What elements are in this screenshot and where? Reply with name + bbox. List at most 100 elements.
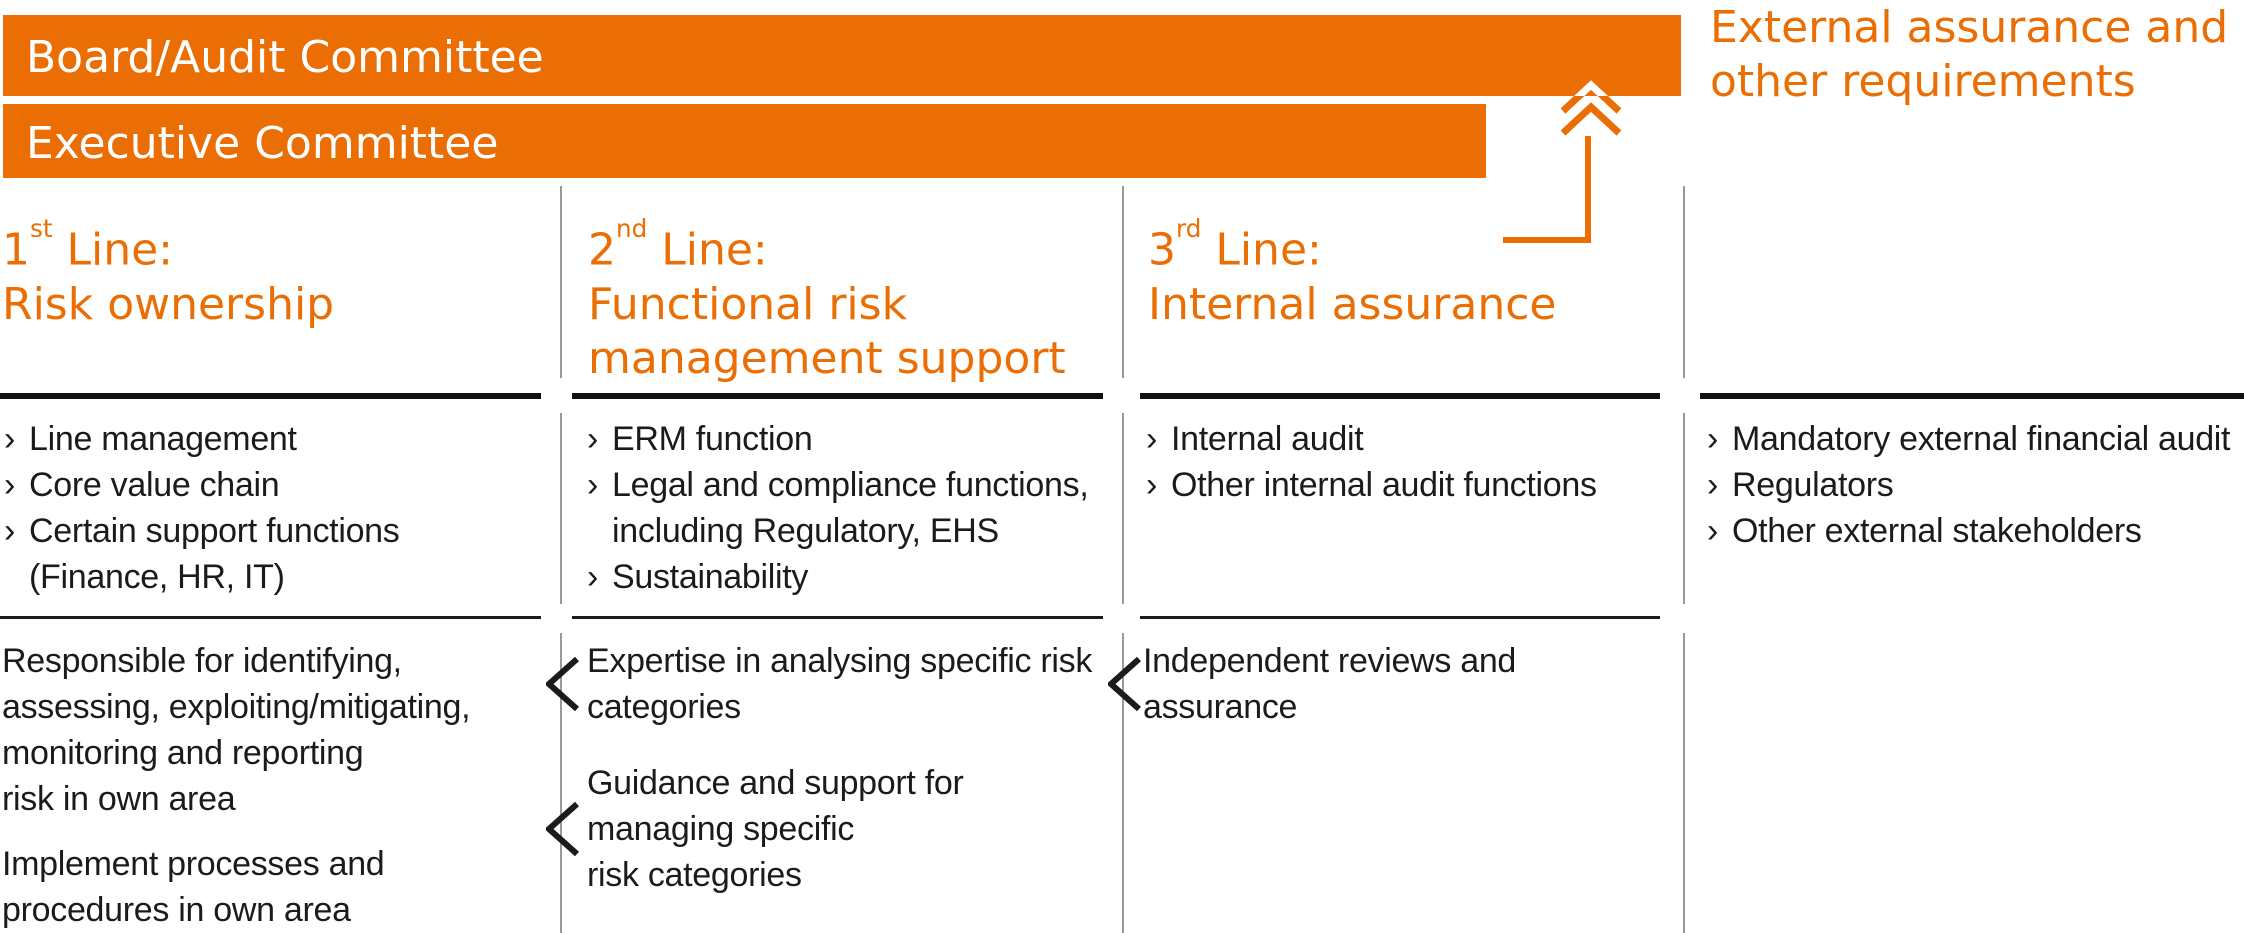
bullet-list-line1: › Line management › Core value chain › Certai… (4, 416, 400, 600)
column-divider-2-header-band (1122, 186, 1124, 378)
list-rule-segment-3 (1140, 616, 1660, 619)
executive-committee-bar: Executive Committee (3, 104, 1486, 178)
column-title-line: 2nd Line: (588, 214, 1066, 278)
list-item-line: Internal audit (1171, 420, 1364, 458)
column-subtitle-line: Functional risk (588, 278, 908, 330)
column-title-line: 3rd Line: (1148, 214, 1556, 278)
chevron-bullet-icon: › (4, 512, 16, 550)
note-paragraph: Independent reviews and assurance (1143, 638, 1516, 730)
note-line: Independent reviews and (1143, 642, 1517, 680)
chevron-bullet-icon: › (4, 466, 16, 504)
column-title-line3: 3rd Line:Internal assurance (1148, 214, 1556, 332)
title-ordinal-suffix: nd (616, 214, 648, 244)
list-item: › Mandatory external financial audit (1707, 416, 2231, 462)
title-rest: Line: (52, 224, 174, 276)
header-rule-segment-4 (1700, 393, 2244, 399)
column-divider-1-notes-band (560, 633, 562, 933)
list-item-line: Other external stakeholders (1732, 512, 2142, 550)
list-rule-segment-2 (572, 616, 1103, 619)
chevron-bullet-icon: › (1707, 466, 1719, 504)
note-line: risk categories (587, 856, 802, 894)
chevron-bullet-icon: › (587, 420, 599, 458)
list-item: ›Regulators (1707, 462, 2230, 508)
note-line: Responsible for identifying, (2, 642, 402, 680)
chevron-bullet-icon: › (1707, 420, 1719, 458)
list-item: › Internal audit (1146, 416, 1597, 462)
external-assurance-heading: External assurance and other requirement… (1710, 1, 2228, 109)
column-divider-2-notes-band (1122, 633, 1124, 933)
header-rule-segment-2 (572, 393, 1103, 399)
chevron-bullet-icon: › (587, 466, 599, 504)
bullet-list-external: › Mandatory external financial audit ›Regu… (1707, 416, 2231, 554)
board-audit-committee-label: Board/Audit Committee (26, 32, 544, 83)
list-item-line: Mandatory external financial audit (1732, 420, 2231, 458)
note-paragraph: Responsible for identifying,assessing, e… (2, 638, 471, 822)
column-divider-3-header-band (1683, 186, 1685, 378)
list-item-line: Other internal audit functions (1171, 466, 1597, 504)
note-line: assurance (1143, 688, 1298, 726)
title-rest: Line: (647, 224, 768, 276)
list-item: › Legal and compliance functions, includin… (587, 462, 1089, 554)
chevron-left-icon (546, 801, 579, 857)
note-line: managing specific (587, 810, 855, 848)
list-item: › Certain support functions (Finance, HR, … (4, 508, 400, 600)
note-line: Guidance and support for (587, 764, 964, 802)
bullet-list-line3: › Internal audit › Other internal audit fun… (1146, 416, 1597, 508)
title-ordinal-suffix: rd (1176, 214, 1202, 244)
executive-committee-label: Executive Committee (26, 117, 499, 169)
list-rule-segment-1 (0, 616, 541, 619)
list-item-line: Certain support functions (29, 512, 400, 550)
note-line: risk in own area (2, 780, 236, 818)
note-line: categories (587, 688, 741, 726)
list-item-line: ERM function (612, 420, 813, 458)
chevron-bullet-icon: › (587, 558, 599, 596)
title-ordinal-suffix: st (30, 214, 53, 244)
notes-line1: Responsible for identifying,assessing, e… (2, 638, 471, 933)
note-line: procedures in own area (2, 891, 351, 929)
column-divider-2-list-band (1122, 413, 1124, 604)
note-line: monitoring and reporting (2, 734, 364, 772)
list-item: › Core value chain (4, 462, 400, 508)
list-item: › ERM function (587, 416, 1088, 462)
column-title-line: 1st Line: (2, 214, 334, 278)
column-title-line1: 1st Line:Risk ownership (2, 214, 334, 332)
chevron-left-icon (546, 656, 579, 712)
list-item-line: Legal and compliance functions, (612, 466, 1089, 504)
header-rule-segment-3 (1140, 393, 1660, 399)
title-num: 2 (588, 224, 616, 276)
board-audit-committee-bar: Board/Audit Committee (3, 15, 1681, 96)
column-subtitle-line: management support (588, 332, 1066, 384)
list-item-line: (Finance, HR, IT) (29, 558, 285, 596)
title-num: 3 (1148, 224, 1176, 276)
column-subtitle-line: Internal assurance (1148, 278, 1557, 330)
list-item-line: Sustainability (612, 558, 809, 596)
notes-line3: Independent reviews and assurance (1143, 638, 1516, 730)
list-item: › Line management (4, 416, 400, 462)
chevron-bullet-icon: › (4, 420, 16, 458)
list-item: › Sustainability (587, 554, 1088, 600)
bullet-list-line2: › ERM function › Legal and compliance funct… (587, 416, 1089, 600)
column-subtitle-line: Risk ownership (2, 278, 335, 330)
list-item: › Other external stakeholders (1707, 508, 2230, 554)
chevron-bullet-icon: › (1146, 420, 1158, 458)
external-assurance-heading-line2: other requirements (1710, 56, 2136, 107)
chevron-left-icon (1108, 656, 1141, 712)
list-item-line: including Regulatory, EHS (612, 512, 999, 550)
column-divider-3-list-band (1683, 413, 1685, 604)
list-item-line: Core value chain (29, 466, 280, 504)
list-item-line: Line management (29, 420, 297, 458)
chevron-bullet-icon: › (1707, 512, 1719, 550)
header-rule-segment-1 (0, 393, 541, 399)
chevron-bullet-icon: › (1146, 466, 1158, 504)
external-assurance-heading-line1: External assurance and (1710, 2, 2229, 53)
list-item: › Other internal audit functions (1146, 462, 1597, 508)
title-rest: Line: (1201, 224, 1322, 276)
column-divider-3-notes-band (1683, 633, 1685, 933)
note-paragraph: Guidance and support for managing specifi… (587, 760, 1092, 898)
title-num: 1 (2, 224, 30, 276)
